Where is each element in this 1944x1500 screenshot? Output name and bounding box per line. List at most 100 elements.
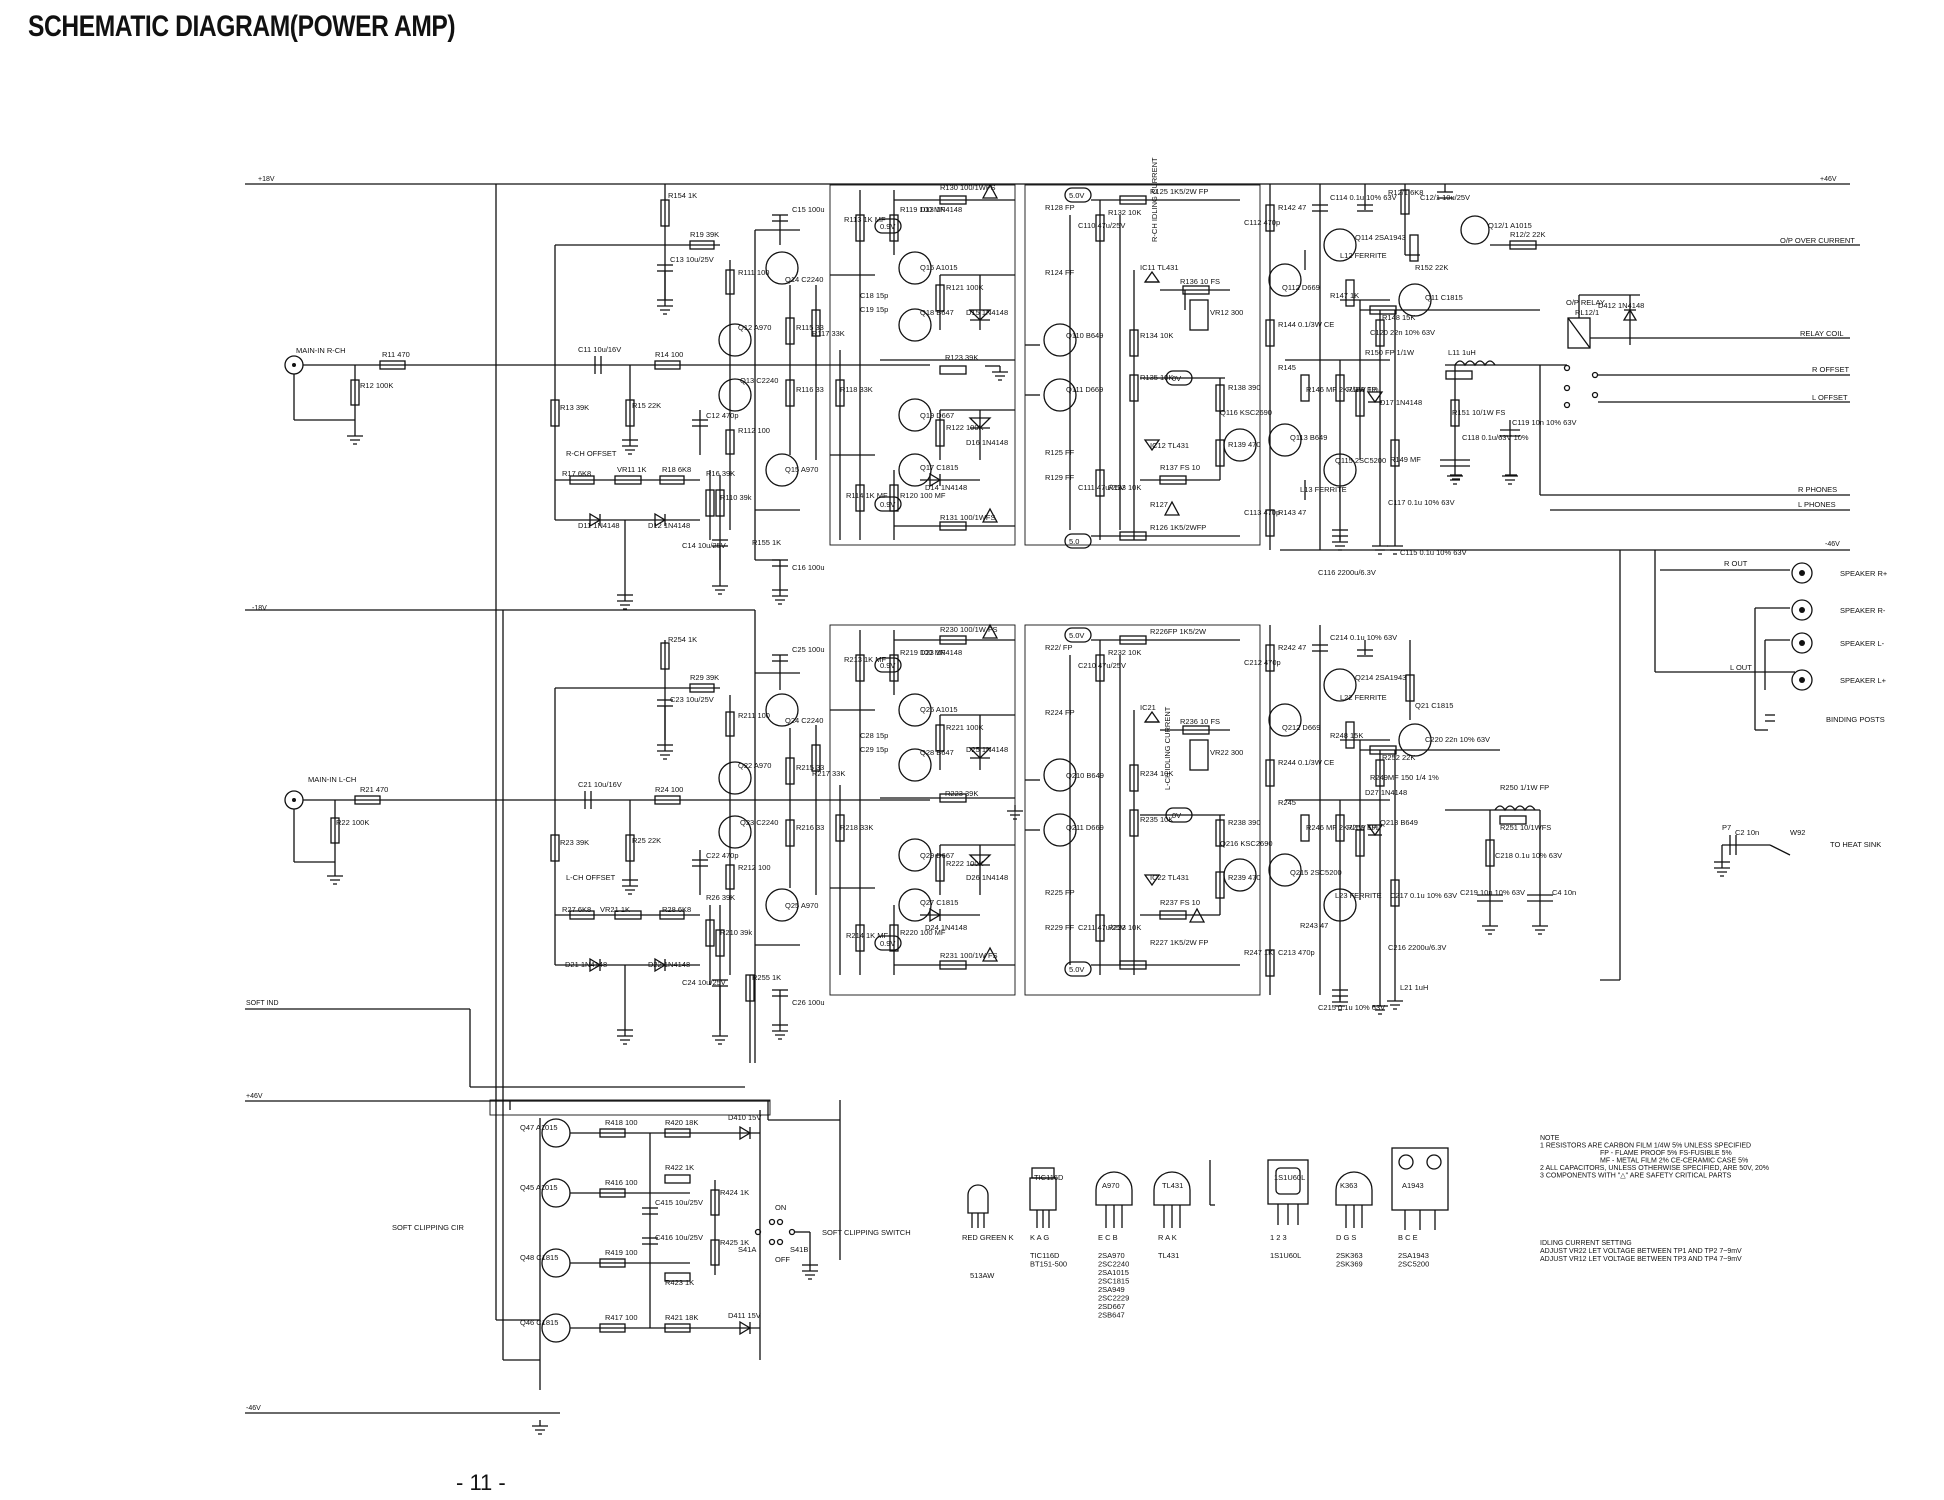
l-channel-part-label: C28 15p bbox=[860, 731, 888, 740]
rail-label-plus46-soft: +46V bbox=[246, 1093, 263, 1100]
ground-symbol bbox=[1332, 536, 1348, 551]
l-channel-part-label: C215 0.1u 10% 63V bbox=[1318, 1003, 1385, 1012]
r-channel-part-label: C111 47u/25V bbox=[1078, 483, 1125, 492]
ground-symbol bbox=[772, 1025, 788, 1040]
r-channel-part-label: C11 10u/16V bbox=[578, 345, 621, 354]
soft-clip-part-label: R421 18K bbox=[665, 1313, 698, 1322]
transistor-q110 bbox=[1043, 323, 1077, 357]
package-part-label: 2SK369 bbox=[1336, 1260, 1363, 1269]
r-channel-part-label: D13 1N4148 bbox=[920, 205, 962, 214]
r-channel-part-label: R121 100K bbox=[946, 283, 984, 292]
transistor-q14 bbox=[765, 251, 799, 285]
l-channel-part-label: R237 FS 10 bbox=[1160, 898, 1200, 907]
note-line: 1 RESISTORS ARE CARBON FILM 1/4W 5% UNLE… bbox=[1540, 1143, 1751, 1150]
rail-label-plus46: +46V bbox=[1820, 176, 1837, 183]
r-channel-part-label: R148 15K bbox=[1382, 313, 1415, 322]
r-channel-part-label: R127 bbox=[1150, 500, 1168, 509]
label-offset-r: R-CH OFFSET bbox=[566, 449, 617, 458]
transistor-q17 bbox=[898, 453, 932, 487]
ground-symbol bbox=[617, 595, 633, 610]
r-channel-part-label: Q114 2SA1943 bbox=[1355, 233, 1406, 242]
l-channel-part-label: Q27 C1815 bbox=[920, 898, 958, 907]
soft-clip-part-label: R416 100 bbox=[605, 1178, 638, 1187]
l-channel-part-label: Q21 C1815 bbox=[1415, 701, 1453, 710]
l-channel-part-label: R251 10/1WFS bbox=[1500, 823, 1551, 832]
l-channel-part-label: R217 33K bbox=[812, 769, 845, 778]
safety-triangle-r131 bbox=[981, 507, 999, 523]
package-part-label: 2SB647 bbox=[1098, 1311, 1125, 1320]
ref-voltage-09v-a: 0.9V bbox=[880, 222, 895, 231]
l-channel-part-label: R235 10K bbox=[1140, 815, 1173, 824]
r-channel-part-label: R153 FP bbox=[1347, 385, 1377, 394]
right-channel: 0.9V 0.9V 5.0V 5. bbox=[284, 157, 1860, 596]
r-channel-part-label: R110 39k bbox=[720, 493, 752, 502]
rail-label-minus18: -18V bbox=[252, 605, 267, 612]
l-channel-part-label: Q25 A970 bbox=[785, 901, 818, 910]
l-channel-part-label: R226FP 1K5/2W bbox=[1150, 627, 1207, 636]
r-channel-part-label: D17 1N4148 bbox=[1380, 398, 1422, 407]
r-channel-part-label: R122 100K bbox=[946, 423, 984, 432]
ground-symbol bbox=[712, 1030, 728, 1045]
shunt-ic22 bbox=[1143, 874, 1161, 887]
soft-clip-part-label: D410 15V bbox=[728, 1113, 761, 1122]
r-channel-part-label: R14 100 bbox=[655, 350, 683, 359]
l-channel-part-label: C220 22n 10% 63V bbox=[1425, 735, 1490, 744]
l-channel-part-label: R225 FP bbox=[1045, 888, 1075, 897]
transistor-q24 bbox=[765, 693, 799, 727]
transistor-q114 bbox=[1323, 228, 1357, 262]
package-name-label: TL431 bbox=[1162, 1181, 1183, 1190]
r-channel-part-label: IC12 TL431 bbox=[1150, 441, 1189, 450]
l-channel-part-label: D23 1N4148 bbox=[920, 648, 962, 657]
transistor-q18 bbox=[898, 308, 932, 342]
l-channel-part-label: C219 10n 10% 63V bbox=[1460, 888, 1525, 897]
safety-triangle-r231 bbox=[981, 946, 999, 962]
l-channel-part-label: Q23 C2240 bbox=[740, 818, 778, 827]
r-channel-part-label: C120 22n 10% 63V bbox=[1370, 328, 1435, 337]
label-l-out: L OUT bbox=[1730, 663, 1752, 672]
l-channel-part-label: R239 470 bbox=[1228, 873, 1261, 882]
l-channel-part-label: C217 0.1u 10% 63V bbox=[1390, 891, 1457, 900]
r-channel-part-label: R138 390 bbox=[1228, 383, 1261, 392]
soft-clip-part-label: S41B bbox=[790, 1245, 808, 1254]
r-channel-part-label: C18 15p bbox=[860, 291, 888, 300]
ref-voltage-5v-r: 5.0V bbox=[1069, 191, 1084, 200]
ground-symbol bbox=[1387, 540, 1403, 555]
transistor-q214 bbox=[1323, 668, 1357, 702]
r-channel-part-label: R144 0.1/3W CE bbox=[1278, 320, 1334, 329]
ref-voltage-09v-b: 0.9V bbox=[880, 500, 895, 509]
soft-clip-part-label: Q48 C1815 bbox=[520, 1253, 558, 1262]
l-channel-part-label: R246 MF 2K7/1W 1% bbox=[1306, 823, 1379, 832]
l-channel-part-label: IC21 bbox=[1140, 703, 1156, 712]
package-part-label: 2SA1015 bbox=[1098, 1268, 1129, 1277]
r-channel-part-label: R11 470 bbox=[382, 350, 410, 359]
note-line: MF - METAL FILM 2% CE-CERAMIC CASE 5% bbox=[1600, 1158, 1748, 1165]
l-channel-part-label: R227 1K5/2W FP bbox=[1150, 938, 1208, 947]
l-channel-part-label: R244 0.1/3W CE bbox=[1278, 758, 1334, 767]
package-part-label: 2SA970 bbox=[1098, 1251, 1125, 1260]
l-channel-part-label: C216 2200u/6.3V bbox=[1388, 943, 1446, 952]
l-channel-part-label: R23 39K bbox=[560, 838, 589, 847]
ground-symbol bbox=[1532, 920, 1548, 935]
ground-symbol bbox=[1482, 920, 1498, 935]
package-pin-label: 1 2 3 bbox=[1270, 1233, 1287, 1242]
l-channel-part-label: R224 FP bbox=[1045, 708, 1075, 717]
transistor-q16 bbox=[898, 251, 932, 285]
note-line: 3 COMPONENTS WITH "△" ARE SAFETY CRITICA… bbox=[1540, 1173, 1732, 1180]
transistor-q26 bbox=[898, 693, 932, 727]
label-binding-posts: BINDING POSTS bbox=[1826, 715, 1885, 724]
r-channel-part-label: R111 100 bbox=[738, 268, 769, 277]
l-channel-part-label: R250 1/1W FP bbox=[1500, 783, 1549, 792]
label-to-heat-sink: TO HEAT SINK bbox=[1830, 840, 1881, 849]
l-channel-part-label: D27 1N4148 bbox=[1365, 788, 1407, 797]
l-channel-part-label: R218 33K bbox=[840, 823, 873, 832]
label-switch-off: OFF bbox=[775, 1255, 790, 1264]
l-channel-part-label: R214 1K MF bbox=[846, 931, 889, 940]
label-r-offset: R OFFSET bbox=[1812, 365, 1850, 374]
speaker-label-l-plus: SPEAKER L+ bbox=[1840, 676, 1887, 685]
safety-triangle-r130 bbox=[981, 183, 999, 199]
transistor-q210 bbox=[1043, 758, 1077, 792]
l-channel-part-label: R219 100 MF bbox=[900, 648, 946, 657]
r-channel-part-label: C12/1 10u/25V bbox=[1420, 193, 1470, 202]
